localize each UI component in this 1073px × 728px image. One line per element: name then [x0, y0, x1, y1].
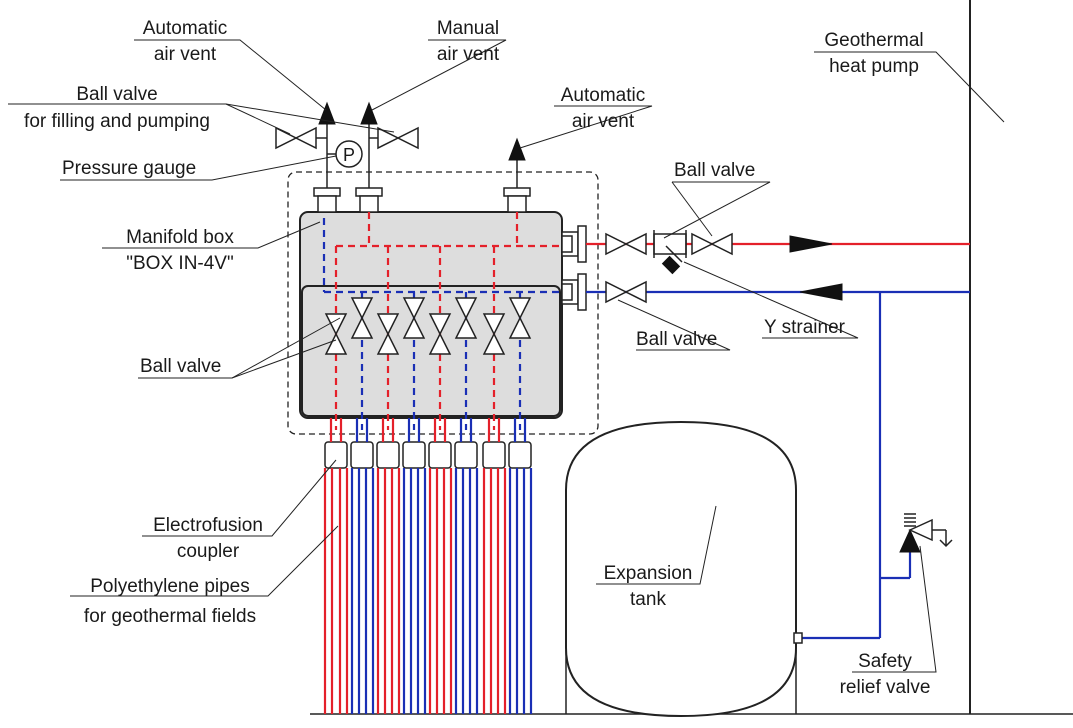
manifold-top-ports [313, 187, 531, 213]
leader-lines [8, 39, 1005, 673]
label-expansion-tank-line2: tank [630, 589, 666, 610]
label-polyethylene-pipes-line1: Polyethylene pipes [90, 576, 250, 597]
label-ball-valve-filling-line2: for filling and pumping [24, 111, 210, 132]
label-safety-relief-valve-line1: Safety [858, 651, 912, 672]
polyethylene-pipes [323, 418, 533, 714]
labels: Automatic air vent Manual air vent Ball … [24, 18, 930, 698]
label-polyethylene-pipes-line2: for geothermal fields [84, 606, 256, 627]
label-automatic-air-vent-2-line2: air vent [572, 111, 635, 132]
supply-header [334, 212, 562, 430]
label-manifold-box-line1: Manifold box [126, 227, 234, 248]
label-manual-air-vent-line1: Manual [437, 18, 499, 39]
label-ball-valve-filling-line1: Ball valve [76, 84, 157, 105]
label-geothermal-heat-pump-line2: heat pump [829, 56, 919, 77]
manifold-boundary [287, 171, 599, 435]
label-manual-air-vent-line2: air vent [437, 44, 500, 65]
label-geothermal-heat-pump-line1: Geothermal [824, 30, 923, 51]
label-electrofusion-coupler-line1: Electrofusion [153, 515, 263, 536]
label-ball-valve-top: Ball valve [674, 160, 755, 181]
supply-line [586, 230, 970, 275]
label-automatic-air-vent-1-line1: Automatic [143, 18, 227, 39]
safety-relief-valve-symbol [899, 513, 953, 553]
label-ball-valve-manifold: Ball valve [140, 356, 221, 377]
pressure-gauge-symbol: P [343, 145, 355, 165]
label-electrofusion-coupler-line2: coupler [177, 541, 240, 562]
label-y-strainer: Y strainer [764, 317, 846, 338]
top-fittings: P [275, 101, 526, 188]
manifold-ball-valves [324, 297, 532, 355]
expansion-tank-symbol [565, 420, 803, 718]
label-automatic-air-vent-2-line1: Automatic [561, 85, 645, 106]
label-automatic-air-vent-1-line2: air vent [154, 44, 217, 65]
label-pressure-gauge: Pressure gauge [62, 158, 196, 179]
return-line [586, 280, 970, 640]
electrofusion-couplers [324, 441, 532, 469]
label-ball-valve-bottom: Ball valve [636, 329, 717, 350]
label-safety-relief-valve-line2: relief valve [840, 677, 931, 698]
label-manifold-box-line2: "BOX IN-4V" [126, 253, 233, 274]
label-expansion-tank-line1: Expansion [604, 563, 693, 584]
return-header [322, 218, 562, 430]
manifold-side-ports [561, 225, 587, 311]
